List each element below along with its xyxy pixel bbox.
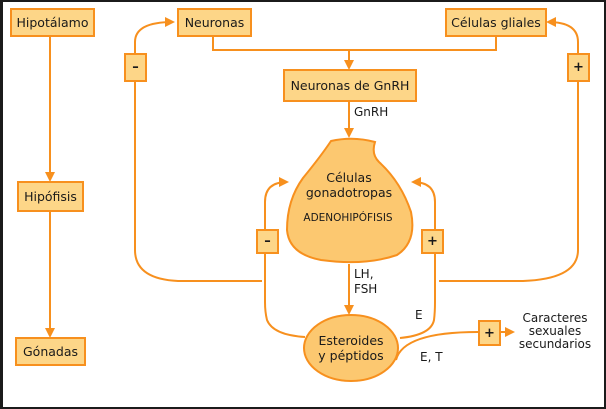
steroids-peptides-ellipse bbox=[303, 314, 399, 382]
secondary-positive-sign: + bbox=[478, 320, 501, 346]
inner-left-negative-sign: – bbox=[256, 229, 279, 254]
outer-right-positive-sign: + bbox=[567, 53, 590, 82]
inner-right-feedback-line bbox=[399, 254, 436, 339]
diagram-canvas: Hipotálamo Hipófisis Gónadas Neuronas Cé… bbox=[3, 2, 604, 407]
outer-left-negative-sign: – bbox=[124, 53, 147, 82]
outer-right-feedback-line bbox=[439, 82, 579, 282]
lh-fsh-label: LH, FSH bbox=[354, 267, 378, 296]
inner-right-positive-sign: + bbox=[421, 229, 444, 254]
hypothalamus-label: Hipotálamo bbox=[16, 15, 89, 30]
gonads-label: Gónadas bbox=[22, 344, 79, 359]
gonads-box: Gónadas bbox=[15, 337, 86, 366]
gonadotroph-cells-label: Células gonadotropas bbox=[305, 170, 393, 200]
pituitary-label: Hipófisis bbox=[24, 189, 77, 204]
arrow-to-gonadotrophs-right bbox=[411, 177, 436, 229]
adenohypophysis-label: ADENOHIPÓFISIS bbox=[303, 212, 393, 224]
arrow-to-gonadotrophs-left bbox=[264, 177, 289, 229]
connector-neurons-glia bbox=[212, 36, 497, 51]
neurons-box: Neuronas bbox=[177, 8, 252, 37]
inner-left-feedback-line bbox=[264, 254, 306, 338]
hypothalamus-box: Hipotálamo bbox=[10, 8, 95, 37]
estrogen-label: E bbox=[415, 308, 423, 322]
connector-layer bbox=[45, 17, 579, 382]
outer-left-feedback-line bbox=[134, 82, 262, 282]
gnrh-neurons-box: Neuronas de GnRH bbox=[283, 69, 417, 102]
pituitary-box: Hipófisis bbox=[17, 181, 84, 212]
estrogen-testosterone-label: E, T bbox=[420, 350, 443, 364]
steroids-peptides-label: Esteroides y péptidos bbox=[318, 333, 384, 363]
glial-cells-box: Células gliales bbox=[445, 8, 547, 37]
arrow-to-glial-cells bbox=[546, 17, 579, 53]
glial-cells-label: Células gliales bbox=[451, 15, 541, 30]
gonadotroph-cells-shape bbox=[285, 137, 414, 264]
gnrh-neurons-label: Neuronas de GnRH bbox=[290, 78, 410, 93]
arrow-to-neurons bbox=[134, 17, 175, 53]
neurons-label: Neuronas bbox=[184, 15, 245, 30]
secondary-sex-characters-label: Caracteres sexuales secundarios bbox=[518, 311, 592, 351]
gnrh-label: GnRH bbox=[354, 105, 389, 119]
